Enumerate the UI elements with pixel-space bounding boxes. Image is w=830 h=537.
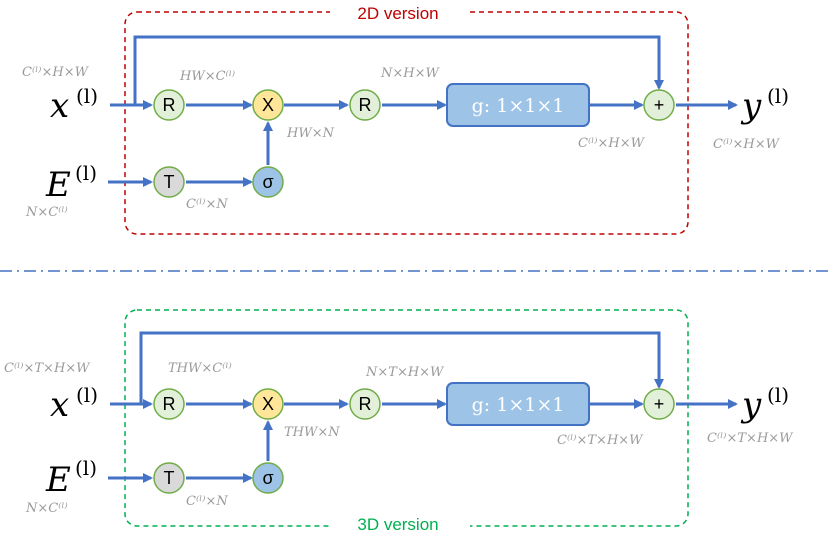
svg-text:E: E	[45, 165, 71, 205]
svg-text:g: 1×1×1: g: 1×1×1	[472, 95, 565, 117]
r-node-2-3d: R	[349, 388, 381, 420]
dims-g-3d: C⁽ˡ⁾×T×H×W	[557, 433, 644, 448]
dims-y-3d: C⁽ˡ⁾×T×H×W	[707, 431, 794, 446]
svg-text:T: T	[164, 468, 175, 488]
svg-text:σ: σ	[262, 172, 273, 192]
dims-x-after-2d: HW×N	[286, 126, 335, 141]
r-node-1-2d: R	[153, 89, 185, 121]
svg-text:(l): (l)	[76, 383, 98, 407]
svg-text:y: y	[740, 86, 762, 126]
svg-text:x: x	[50, 385, 69, 425]
g-block-2d: g: 1×1×1	[446, 83, 590, 127]
input-e-3d: E (l)	[45, 456, 97, 500]
plus-node-2d: +	[643, 89, 675, 121]
input-e-2d: E (l)	[45, 161, 97, 205]
version-label-2d: 2D version	[357, 4, 438, 23]
svg-text:X: X	[262, 394, 274, 414]
svg-text:(l): (l)	[75, 456, 97, 480]
svg-text:σ: σ	[262, 468, 273, 488]
dims-r1-3d: THW×C⁽ˡ⁾	[168, 361, 232, 376]
skip-connection-2d	[133, 35, 664, 105]
svg-text:(l): (l)	[767, 383, 789, 407]
transpose-node-3d: T	[153, 462, 185, 494]
dims-e-3d: N×C⁽ˡ⁾	[25, 501, 68, 516]
svg-text:x: x	[50, 86, 69, 126]
svg-text:R: R	[163, 95, 176, 115]
input-x-3d: x (l)	[50, 383, 98, 425]
skip-connection-3d	[139, 331, 664, 404]
transpose-node-2d: T	[153, 166, 185, 198]
g-block-3d: g: 1×1×1	[446, 382, 590, 426]
plus-node-3d: +	[643, 388, 675, 420]
svg-text:+: +	[654, 95, 665, 115]
svg-text:(l): (l)	[767, 84, 789, 108]
svg-text:R: R	[359, 394, 372, 414]
svg-text:y: y	[740, 385, 762, 425]
svg-text:+: +	[654, 394, 665, 414]
version-box-2d	[124, 11, 689, 235]
diagram-3d: 3D version R X R + T	[4, 309, 794, 536]
sigma-node-3d: σ	[252, 462, 284, 494]
sigma-node-2d: σ	[252, 166, 284, 198]
r-node-2-2d: R	[349, 89, 381, 121]
svg-text:(l): (l)	[76, 84, 98, 108]
multiply-node-3d: X	[252, 388, 284, 420]
dims-r2-3d: N×T×H×W	[365, 365, 445, 380]
svg-text:X: X	[262, 95, 274, 115]
multiply-node-2d: X	[252, 89, 284, 121]
svg-text:R: R	[163, 394, 176, 414]
output-y-2d: y (l)	[740, 84, 789, 126]
dims-x-after-3d: THW×N	[284, 425, 340, 440]
svg-text:(l): (l)	[75, 161, 97, 185]
svg-text:R: R	[359, 95, 372, 115]
dims-e-2d: N×C⁽ˡ⁾	[25, 205, 68, 220]
version-label-3d: 3D version	[357, 515, 438, 534]
dims-t-2d: C⁽ˡ⁾×N	[186, 197, 228, 212]
diagram-2d: 2D version R X R + T	[22, 3, 789, 235]
svg-text:T: T	[164, 172, 175, 192]
svg-text:E: E	[45, 460, 71, 500]
dims-g-2d: C⁽ˡ⁾×H×W	[578, 136, 646, 151]
dims-x-2d: C⁽ˡ⁾×H×W	[22, 65, 90, 80]
dims-t-3d: C⁽ˡ⁾×N	[186, 494, 228, 509]
dims-x-3d: C⁽ˡ⁾×T×H×W	[4, 361, 91, 376]
dims-r2-2d: N×H×W	[380, 66, 440, 81]
dims-r1-2d: HW×C⁽ˡ⁾	[179, 69, 235, 84]
svg-text:g: 1×1×1: g: 1×1×1	[472, 394, 565, 416]
dims-y-2d: C⁽ˡ⁾×H×W	[713, 137, 781, 152]
output-y-3d: y (l)	[740, 383, 789, 425]
input-x-2d: x (l)	[50, 84, 98, 126]
r-node-1-3d: R	[153, 388, 185, 420]
